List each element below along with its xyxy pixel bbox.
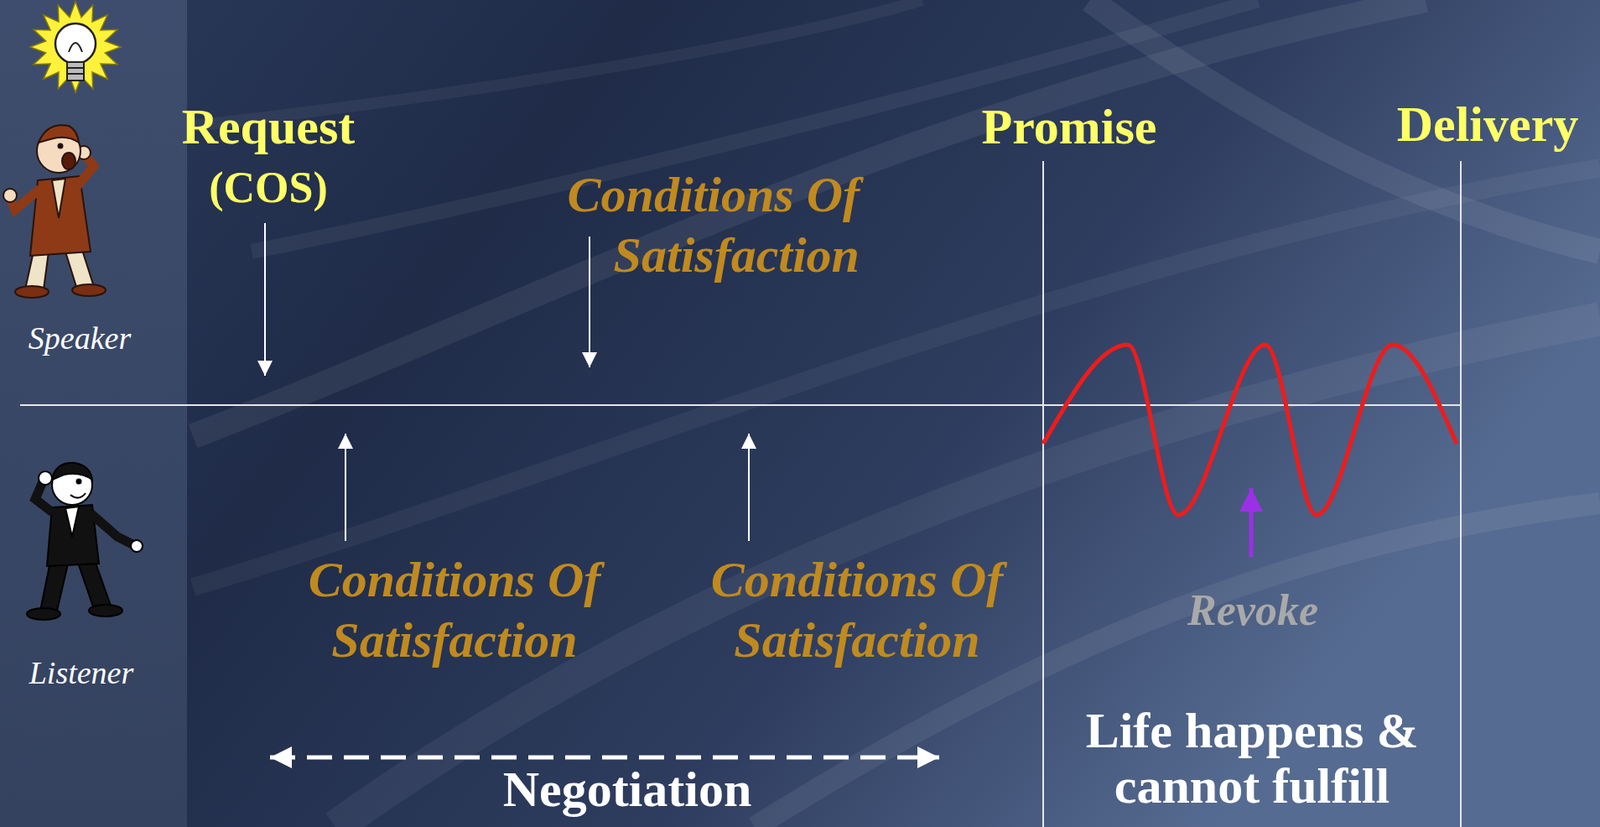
phase-label: Negotiation bbox=[459, 761, 795, 817]
speaker-shirt bbox=[51, 178, 66, 219]
listener-figure bbox=[26, 462, 143, 620]
abbreviation-label: (COS) bbox=[142, 161, 395, 214]
listener-hair bbox=[51, 462, 93, 480]
negotiation-span-arrow bbox=[270, 755, 940, 760]
bulb-thread bbox=[67, 67, 84, 69]
listener-shirt bbox=[65, 506, 79, 537]
bulb-glass bbox=[55, 23, 96, 64]
revoke-arrow bbox=[1249, 488, 1254, 557]
delivery-marker-line bbox=[1459, 161, 1462, 827]
down-arrow bbox=[588, 236, 591, 368]
conditions-label: Conditions Of Satisfaction bbox=[689, 549, 1025, 671]
listener-arm bbox=[90, 513, 135, 546]
note-label: Life happens & cannot fulfill bbox=[1054, 702, 1450, 814]
role-label: Listener bbox=[1, 654, 162, 693]
timeline-axis bbox=[20, 404, 1462, 406]
streak bbox=[192, 167, 1600, 588]
bulb-thread bbox=[67, 72, 84, 75]
speaker-hair bbox=[38, 124, 79, 143]
background-streaks bbox=[192, 0, 1600, 827]
listener-hand bbox=[38, 471, 52, 485]
sidebar bbox=[0, 0, 188, 827]
starburst bbox=[30, 1, 121, 93]
listener-eye bbox=[77, 479, 82, 484]
conditions-label: Conditions Of Satisfaction bbox=[286, 549, 623, 671]
speaker-shoe bbox=[72, 284, 106, 297]
stage-label: Promise bbox=[943, 96, 1195, 157]
listener-hand bbox=[130, 540, 143, 552]
stage-label: Delivery bbox=[1379, 93, 1596, 155]
up-arrow bbox=[344, 433, 347, 541]
listener-smile bbox=[70, 493, 86, 499]
speaker-figure bbox=[3, 124, 106, 298]
lightbulb-icon bbox=[30, 1, 121, 93]
down-arrow bbox=[264, 223, 266, 376]
bulb-filament bbox=[68, 42, 83, 52]
disruption-wave bbox=[1043, 344, 1457, 515]
streak bbox=[1090, 0, 1600, 252]
promise-marker-line bbox=[1042, 161, 1045, 827]
conditions-label: Conditions Of Satisfaction bbox=[524, 164, 860, 286]
listener-shoe bbox=[26, 607, 61, 620]
speaker-mouth bbox=[62, 152, 76, 170]
speaker-leg bbox=[65, 249, 94, 290]
speaker-hand bbox=[3, 188, 17, 203]
speaker-leg bbox=[25, 251, 49, 290]
stage-label: Request bbox=[142, 96, 395, 157]
speaker-shoe bbox=[15, 285, 49, 298]
bulb-base bbox=[67, 62, 84, 81]
speaker-eye bbox=[58, 144, 63, 149]
up-arrow bbox=[748, 433, 750, 541]
listener-shoe bbox=[88, 604, 123, 617]
role-label: Speaker bbox=[0, 319, 160, 359]
revoke-label: Revoke bbox=[1143, 584, 1362, 637]
